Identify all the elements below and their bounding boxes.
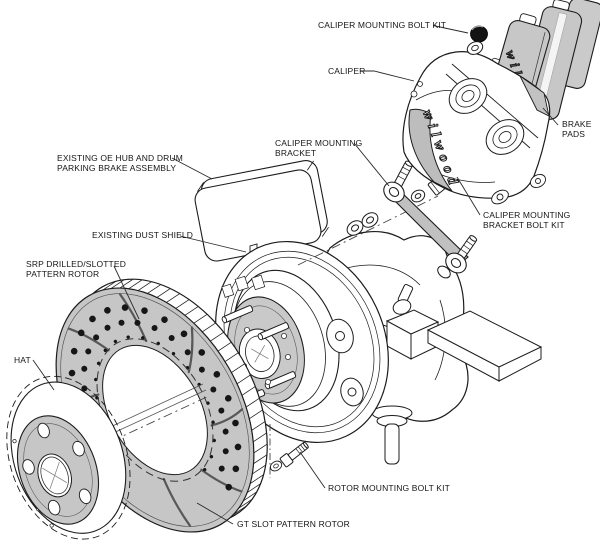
- label-line: PADS: [562, 128, 586, 139]
- hub-assembly: [205, 269, 364, 412]
- hat-lug-holes: [22, 422, 92, 516]
- caliper-ears: [491, 173, 546, 205]
- label-line: BRAKE: [562, 119, 592, 129]
- label-line: SRP DRILLED/SLOTTED: [26, 259, 126, 269]
- label-rotor-mounting-bolt-kit: ROTOR MOUNTING BOLT KIT: [328, 483, 450, 494]
- label-line: HAT: [14, 355, 31, 365]
- bleed-screw: [417, 81, 423, 87]
- label-hat: HAT: [14, 355, 31, 366]
- strut-rod: [384, 423, 400, 465]
- leader-lines: [32, 25, 559, 525]
- label-line: BRACKET BOLT KIT: [483, 219, 565, 230]
- axis-centerline-rotor: [111, 395, 210, 442]
- label-line: PARKING BRAKE ASSEMBLY: [57, 162, 177, 173]
- label-line: PATTERN ROTOR: [26, 268, 100, 279]
- rotor-split-lines: [105, 383, 207, 436]
- label-line: GT SLOT PATTERN ROTOR: [237, 519, 350, 529]
- caliper-logo-band: [408, 108, 453, 192]
- bleed-screw: [410, 90, 418, 98]
- rotor-mounting-bolt-kit-hardware: [269, 424, 309, 478]
- caliper-mounting-bracket: [383, 160, 478, 279]
- label-caliper: CALIPER: [328, 66, 366, 77]
- label-caliper-mounting-bolt-kit: CALIPER MOUNTING BOLT KIT: [318, 20, 447, 31]
- drum-parking-brake-assembly: [194, 160, 329, 262]
- label-line: BRACKET: [275, 147, 317, 158]
- label-existing-dust-shield: EXISTING DUST SHIELD: [92, 230, 194, 241]
- hat: [6, 375, 131, 540]
- label-line: CALIPER MOUNTING BOLT KIT: [318, 20, 447, 30]
- label-line: EXISTING DUST SHIELD: [92, 230, 194, 240]
- axis-centerline-hub: [297, 195, 439, 266]
- label-gt-slot-pattern-rotor: GT SLOT PATTERN ROTOR: [237, 519, 350, 530]
- label-line: EXISTING OE HUB AND DRUM: [57, 153, 183, 163]
- label-line: CALIPER: [328, 66, 366, 76]
- label-line: ROTOR MOUNTING BOLT KIT: [328, 483, 450, 493]
- label-line: CALIPER MOUNTING: [483, 210, 571, 220]
- rotor-vane-hatch: [102, 278, 268, 515]
- caliper: wilwood: [402, 51, 551, 205]
- caliper-mounting-bolt-kit-hardware: [466, 25, 488, 55]
- knuckle-bosses: [326, 318, 364, 407]
- label-line: CALIPER MOUNTING: [275, 138, 363, 148]
